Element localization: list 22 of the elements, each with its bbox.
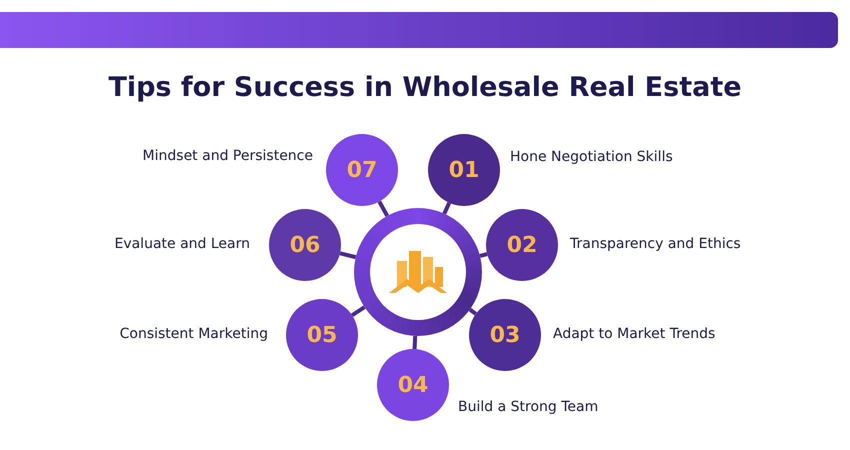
connector-line [340,251,356,260]
step-number: 03 [490,322,520,348]
connector-line [412,336,418,350]
connector-line [468,308,478,316]
step-number: 04 [398,372,428,398]
connector-line [351,305,366,317]
tip-label: Adapt to Market Trends [553,326,716,342]
tip-label: Build a Strong Team [458,399,598,415]
step-number: 07 [346,158,378,182]
connector-line [442,202,452,214]
step-number: 01 [448,158,480,182]
tip-label: Evaluate and Learn [114,236,250,252]
title: Tips for Success in Wholesale Real Estate [107,72,743,103]
tip-label: Transparency and Ethics [570,236,741,252]
tip-label: Consistent Marketing [120,326,268,342]
step-number: 05 [306,322,338,348]
step-number: 06 [290,232,320,258]
connector-line [479,252,488,258]
tip-label: Hone Negotiation Skills [510,149,673,165]
connector-line [378,200,389,217]
tip-label: Mindset and Persistence [142,148,313,164]
step-number: 02 [506,232,538,258]
